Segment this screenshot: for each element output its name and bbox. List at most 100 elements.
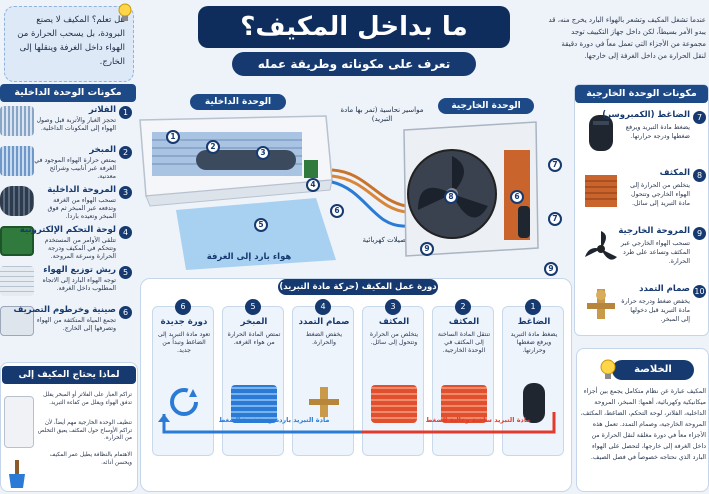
expansion-valve-icon	[587, 289, 615, 319]
outdoor-component-item: 9 المروحة الخارجية تسحب الهواء الخارجي ع…	[575, 221, 709, 277]
expansion-valve-icon	[309, 387, 339, 417]
step-desc: يضغط مادة التبريد ويرفع ضغطها وحرارتها.	[510, 331, 558, 354]
step-title: الضاغط	[517, 317, 551, 327]
indoor-component-item: 5 ريش توزيع الهواء توجه الهواء البارد إل…	[0, 264, 136, 301]
evaporator-coil-icon	[231, 385, 277, 423]
step-desc: يتخلص من الحرارة وتتحول إلى سائل.	[369, 331, 419, 346]
item-title: لوحة التحكم الإلكترونية	[19, 225, 116, 235]
step-title: المكثف	[448, 317, 480, 327]
outdoor-fan-icon	[585, 231, 617, 260]
item-desc: يخفض ضغط ودرجة حرارة مادة التبريد قبل دخ…	[621, 298, 690, 323]
lightbulb-icon	[600, 359, 616, 379]
step-number: 4	[315, 299, 331, 315]
step-title: المكثف	[378, 317, 410, 327]
page-subtitle: تعرف على مكوناته وطريقة عمله	[232, 52, 476, 76]
item-title: المكثف	[659, 168, 690, 178]
brush-icon	[9, 460, 25, 488]
outdoor-components-panel: مكونات الوحدة الخارجية 7 الضاغط (الكمبرو…	[574, 84, 709, 336]
cold-refrigerant-label: مادة التبريد باردة ومنخفضة الضغط	[218, 416, 330, 424]
marker-number: 9	[420, 242, 434, 256]
cold-air-flow	[176, 198, 336, 270]
hot-refrigerant-label: مادة التبريد ساخنة وعالية الضغط	[425, 416, 531, 424]
item-title: الفلاتر	[88, 105, 116, 115]
blower-fan-icon	[0, 186, 34, 216]
marker-number: 1	[166, 130, 180, 144]
step-desc: يخفض الضغط والحرارة.	[305, 331, 343, 346]
indoor-unit	[139, 115, 333, 207]
did-you-know-box: هل تعلم؟ المكيف لا يصنع البرودة، بل يسحب…	[4, 6, 134, 82]
outdoor-components-heading: مكونات الوحدة الخارجية	[575, 85, 708, 103]
step-number: 6	[175, 299, 191, 315]
item-number: 10	[693, 285, 706, 298]
hot-coil-icon	[441, 385, 487, 423]
item-number: 3	[119, 186, 132, 199]
evaporator-icon	[0, 146, 34, 176]
ac-unit-icon	[4, 396, 34, 448]
indoor-component-item: 6 صينية وخرطوم التصريف تجمع المياه المتك…	[0, 304, 136, 341]
condenser-coil-icon	[585, 175, 617, 207]
item-title: الضاغط (الكمبروسر)	[602, 110, 690, 120]
step-title: صمام التمدد	[298, 317, 350, 327]
cycle-flow-lines	[158, 412, 556, 434]
indoor-component-item: 2 المبخر يمتص حرارة الهواء الموجود في ال…	[0, 144, 136, 181]
item-number: 6	[119, 306, 132, 319]
page-title: ما بداخل المكيف؟	[198, 6, 510, 48]
step-number: 3	[385, 299, 401, 315]
item-number: 1	[119, 106, 132, 119]
step-number: 5	[245, 299, 261, 315]
step-title: دورة جديدة	[160, 317, 208, 327]
item-number: 4	[119, 226, 132, 239]
summary-heading: الخلاصة	[612, 360, 694, 380]
item-desc: يتخلص من الحرارة إلى الهواء الخارجي وتتح…	[630, 182, 690, 207]
drain-pan-icon	[0, 306, 34, 336]
did-you-know-text: هل تعلم؟ المكيف لا يصنع البرودة، بل يسحب…	[17, 15, 125, 67]
item-number: 9	[693, 227, 706, 240]
item-desc: تحجز الغبار والأتربة قبل وصول الهواء إلى…	[36, 117, 116, 132]
item-number: 2	[119, 146, 132, 159]
item-desc: توجه الهواء البارد إلى الاتجاه المطلوب د…	[42, 277, 116, 292]
outdoor-unit	[403, 121, 539, 257]
intro-text: عندما تشغل المكيف وتشعر بالهواء البارد ي…	[548, 16, 706, 60]
ac-diagram	[139, 115, 539, 270]
item-title: المروحة الداخلية	[47, 185, 116, 195]
item-desc: تجمع المياه المتكثفة من الهواء وتصرفها إ…	[36, 317, 116, 332]
copper-pipes-label: مواسير نحاسية (تمر بها مادة التبريد)	[340, 106, 424, 123]
item-desc: يضغط مادة التبريد ويرفع ضغطها ودرجة حرار…	[625, 124, 690, 140]
condenser-coil-icon	[371, 385, 417, 423]
item-desc: يمتص حرارة الهواء الموجود في الغرفة عبر …	[34, 157, 116, 180]
cycle-steps: 1 الضاغط يضغط مادة التبريد ويرفع ضغطها و…	[150, 299, 564, 466]
step-desc: تمتص المادة الحرارة من هواء الغرفة.	[227, 331, 281, 346]
outdoor-component-item: 7 الضاغط (الكمبروسر) يضغط مادة التبريد و…	[575, 105, 709, 161]
step-number: 2	[455, 299, 471, 315]
marker-number: 3	[256, 146, 270, 160]
cycle-arrows-icon	[170, 388, 198, 416]
indoor-component-item: 1 الفلاتر تحجز الغبار والأتربة قبل وصول …	[0, 104, 136, 141]
item-number: 5	[119, 266, 132, 279]
item-title: المبخر	[89, 145, 116, 155]
cold-air-label: هواء بارد إلى الغرفة	[206, 252, 292, 262]
compressor-icon	[589, 115, 613, 151]
outdoor-component-item: 10 صمام التمدد يخفض ضغط ودرجة حرارة مادة…	[575, 279, 709, 335]
indoor-component-item: 4 لوحة التحكم الإلكترونية تتلقى الأوامر …	[0, 224, 136, 261]
marker-number: 7	[548, 212, 562, 226]
item-desc: تسحب الهواء الخارجي عبر المكثف وتساعد عل…	[620, 240, 690, 265]
louver-icon	[0, 266, 34, 296]
filter-icon	[0, 106, 34, 136]
refrigerant-pipes	[331, 168, 407, 228]
marker-number: 5	[254, 218, 268, 232]
marker-number: 7	[548, 158, 562, 172]
marker-number: 9	[544, 262, 558, 276]
outdoor-component-item: 8 المكثف يتخلص من الحرارة إلى الهواء الخ…	[575, 163, 709, 219]
marker-number: 8	[444, 190, 458, 204]
item-desc: تسحب الهواء من الغرفة وتدفعه عبر المبخر …	[47, 197, 116, 220]
lightbulb-icon	[118, 3, 132, 21]
step-number: 1	[525, 299, 541, 315]
marker-number: 6	[330, 204, 344, 218]
item-title: صمام التمدد	[639, 284, 690, 294]
indoor-components-heading: مكونات الوحدة الداخلية	[0, 84, 136, 102]
marker-number: 4	[306, 178, 320, 192]
step-desc: تعود مادة التبريد إلى الضاغط وتبدأ من جد…	[157, 331, 211, 354]
cycle-heading: دورة عمل المكيف (حركة مادة التبريد)	[278, 279, 438, 295]
electrical-wires-label: توصيلات كهربائية	[362, 236, 412, 244]
step-title: المبخر	[240, 317, 268, 327]
